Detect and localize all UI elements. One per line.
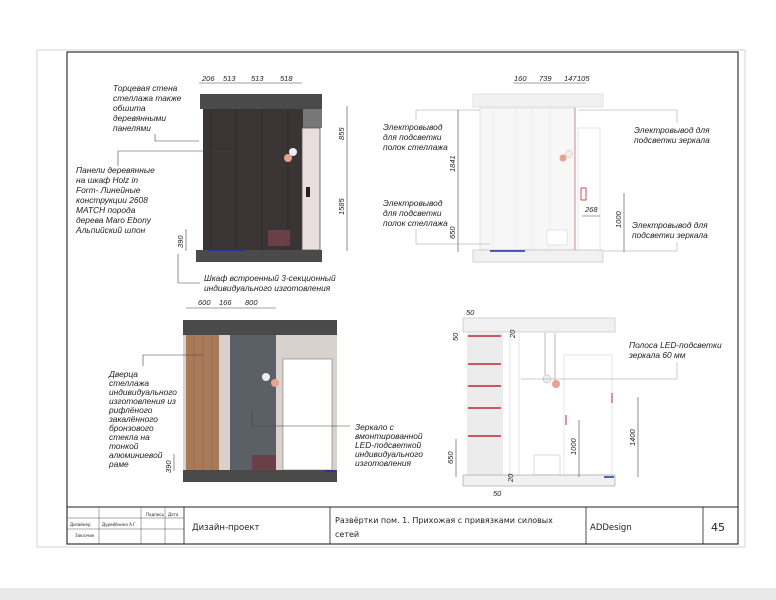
designer-name: Дурейбнина А.Г.	[102, 522, 137, 527]
header-signature: Подпись	[146, 512, 165, 517]
ceiling-slab	[200, 94, 322, 109]
bottom-strip	[0, 588, 776, 600]
elevation-2: 160 739 147 105 1841 650 268 1000 Электр…	[383, 74, 712, 263]
dim-label: 147	[564, 74, 577, 83]
dim-label: 160	[514, 74, 527, 83]
outer-frame	[36, 49, 746, 548]
inner-frame	[66, 51, 739, 545]
dim-label: 518	[280, 74, 293, 83]
note-led-strip: Полоса LED-подсветки зеркала 60 мм	[628, 340, 724, 360]
dim-label: 1400	[628, 428, 637, 446]
sheet-number: 45	[711, 521, 725, 534]
lamp-icon	[271, 379, 279, 387]
bulkhead	[302, 109, 322, 128]
dim-label: 20	[508, 329, 517, 339]
led-shelf-strips	[468, 335, 501, 437]
mirror	[230, 335, 276, 470]
lamp-icon	[565, 150, 573, 158]
dim-label: 390	[164, 460, 173, 473]
dim-label: 650	[448, 226, 457, 239]
wardrobe-outline	[479, 107, 576, 251]
role-designer: Дизайнер	[70, 522, 91, 527]
dim-label: 1000	[614, 210, 623, 228]
title-block: Подпись Дата Дизайнер Дурейбнина А.Г. За…	[67, 506, 738, 544]
project-type: Дизайн-проект	[192, 523, 260, 533]
dim-label: 105	[577, 74, 590, 83]
dim-label: 50	[451, 332, 460, 341]
chair-icon	[268, 230, 290, 246]
lamp-icon	[552, 380, 560, 388]
dim-label: 390	[176, 235, 185, 248]
dim-label: 1000	[569, 437, 578, 455]
door	[282, 358, 333, 471]
note-panels: Панели деревянные на шкаф Holz in Form- …	[75, 165, 157, 235]
dim-label: 50	[466, 308, 475, 317]
header-date: Дата	[168, 512, 179, 517]
socket-icon	[580, 187, 587, 201]
dim-label: 800	[245, 298, 258, 307]
lamp-icon	[559, 154, 567, 162]
dim-label: 600	[198, 298, 211, 307]
dim-label: 513	[223, 74, 236, 83]
note-shelf-outlet-2: Электровывод для подсветки полок стеллаж…	[383, 198, 448, 228]
dim-label: 855	[337, 127, 346, 140]
role-client: Заказчик	[75, 533, 95, 538]
dim-label: 1841	[448, 155, 457, 172]
door	[301, 127, 321, 251]
note-mirror-outlet-2: Электровывод для подсветки зеркала	[632, 220, 710, 240]
dim-label: 50	[493, 489, 502, 498]
studio-name: ADDesign	[590, 523, 632, 533]
shelf-unit	[467, 333, 503, 475]
chair-icon	[252, 455, 276, 470]
elevation-1: 206 513 513 518 855 1585 390 Торцевая ст…	[75, 74, 348, 293]
note-mirror: Зеркало с вмонтированной LED-подсветкой …	[355, 422, 425, 468]
note-shelf-outlet-1: Электровывод для подсветки полок стеллаж…	[383, 122, 448, 152]
lamp-icon	[284, 154, 292, 162]
note-door: Дверца стеллажа индивидуального изготовл…	[108, 369, 179, 469]
dim-label: 739	[539, 74, 552, 83]
mirror	[563, 354, 613, 476]
elevation-3: 600 166 800 390 Дверца стеллажа индивиду…	[108, 298, 425, 482]
note-wardrobe: Шкаф встроенный 3-секционный индивидуаль…	[204, 273, 338, 293]
dim-label: 206	[201, 74, 215, 83]
dim-label: 1585	[337, 197, 346, 215]
note-end-wall: Торцевая стена стеллажа также обшита дер…	[113, 83, 184, 133]
glass-door	[186, 335, 219, 470]
wardrobe-panels	[203, 109, 303, 250]
elevation-4: 50 50 20 650 1000 1400 20 50 Полоса LED-…	[446, 308, 724, 498]
lamp-icon	[289, 148, 297, 156]
dim-label: 268	[584, 205, 598, 214]
note-mirror-outlet-1: Электровывод для подсветки зеркала	[634, 125, 712, 145]
sheet-title: Развёртки пом. 1. Прихожая с привязками …	[335, 516, 553, 525]
dim-label: 513	[251, 74, 264, 83]
floor-slab	[196, 250, 322, 262]
switch	[306, 187, 310, 197]
sheet-title-line2: сетей	[335, 530, 359, 539]
lamp-icon	[262, 373, 270, 381]
dim-label: 20	[506, 473, 515, 483]
dim-label: 650	[446, 451, 455, 464]
dim-label: 166	[219, 298, 232, 307]
